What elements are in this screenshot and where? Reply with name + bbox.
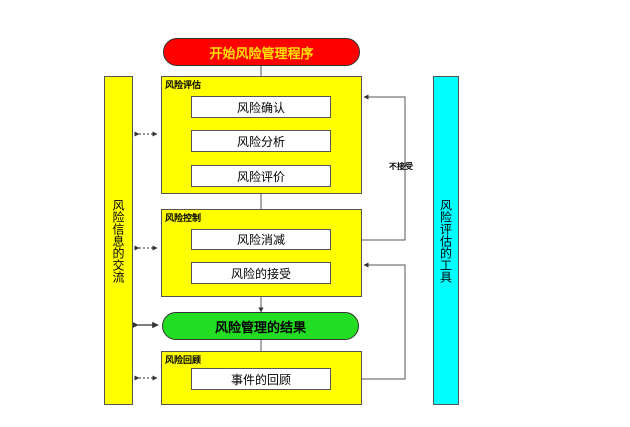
- left-panel-label: 风险信息的交流: [111, 198, 125, 283]
- right-panel: 风险评估的工具: [433, 76, 459, 405]
- box-label: 风险消减: [236, 233, 285, 247]
- box-risk-evaluation: 风险评价: [191, 165, 331, 187]
- box-risk-analysis: 风险分析: [191, 130, 331, 152]
- right-panel-label: 风险评估的工具: [438, 198, 453, 283]
- group-assessment-title: 风险评估: [165, 81, 202, 91]
- box-label: 风险分析: [236, 134, 285, 149]
- start-process: 开始风险管理程序: [163, 38, 360, 66]
- left-panel: 风险信息的交流: [104, 76, 133, 405]
- box-risk-reduction: 风险消减: [191, 229, 331, 250]
- feedback-label: 不接受: [389, 162, 413, 171]
- start-label: 开始风险管理程序: [209, 46, 314, 62]
- box-label: 风险评价: [236, 169, 285, 184]
- box-label: 事件的回顾: [230, 372, 291, 387]
- group-review-title: 风险回顾: [165, 356, 202, 366]
- box-label: 风险确认: [236, 100, 285, 115]
- result-label: 风险管理的结果: [214, 320, 306, 336]
- result-output: 风险管理的结果: [162, 312, 359, 340]
- box-event-review: 事件的回顾: [191, 368, 331, 390]
- box-label: 风险的接受: [230, 266, 291, 281]
- box-risk-acceptance: 风险的接受: [191, 262, 331, 284]
- box-risk-identification: 风险确认: [191, 96, 331, 118]
- group-control-title: 风险控制: [165, 214, 202, 224]
